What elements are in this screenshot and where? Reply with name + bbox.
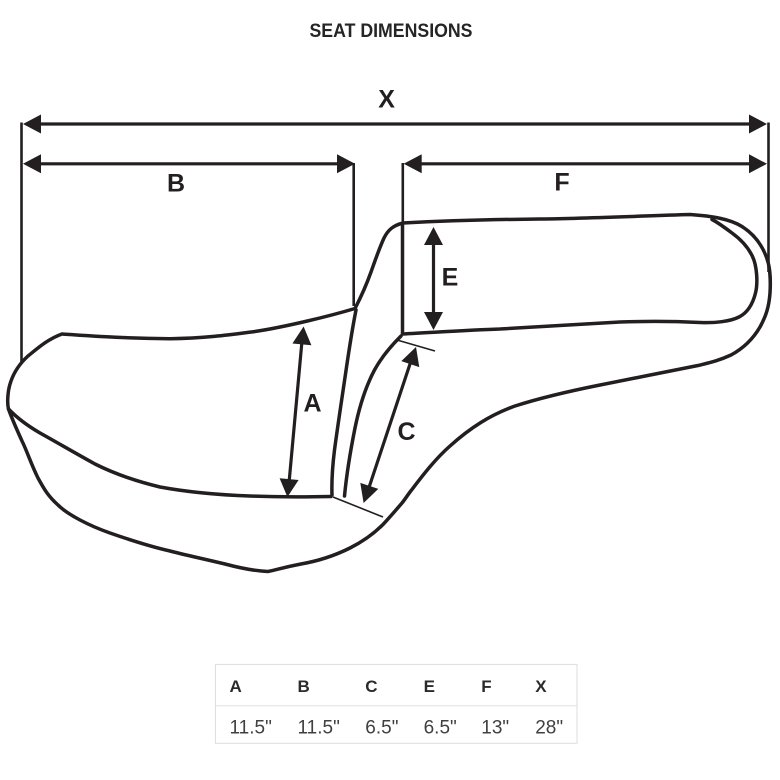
svg-text:13": 13": [481, 717, 509, 738]
svg-text:C: C: [365, 677, 377, 696]
svg-text:B: B: [298, 677, 310, 696]
svg-text:11.5": 11.5": [298, 717, 340, 738]
svg-text:A: A: [303, 390, 321, 418]
svg-text:X: X: [378, 86, 395, 114]
svg-text:A: A: [230, 677, 242, 696]
svg-text:11.5": 11.5": [230, 717, 272, 738]
svg-text:C: C: [397, 418, 415, 446]
svg-text:6.5": 6.5": [365, 717, 398, 738]
svg-text:E: E: [424, 677, 435, 696]
svg-text:SEAT DIMENSIONS: SEAT DIMENSIONS: [310, 20, 473, 42]
svg-text:E: E: [442, 264, 459, 292]
svg-text:F: F: [554, 169, 569, 197]
svg-text:6.5": 6.5": [424, 717, 457, 738]
svg-text:F: F: [481, 677, 491, 696]
svg-text:X: X: [535, 677, 547, 696]
svg-text:28": 28": [535, 717, 563, 738]
svg-text:B: B: [167, 170, 185, 198]
